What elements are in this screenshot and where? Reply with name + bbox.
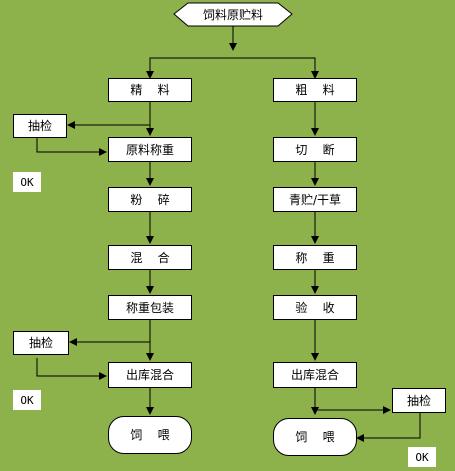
- yuanliao-chengzhong-node: 原料称重: [108, 137, 192, 162]
- arrow-chuku-to-choujian3: [314, 388, 391, 414]
- arrow-choujian2-to-chuku: [36, 358, 107, 380]
- arrow-choujian3-to-siwei: [356, 413, 421, 442]
- qingzhu-qiancao-node: 青贮/干草: [273, 187, 357, 212]
- ok-node-2: OK: [13, 390, 41, 410]
- hunhe-node: 混 合: [108, 245, 192, 270]
- yanshou-node: 验 收: [273, 295, 357, 320]
- chuku-hunhe-left-node: 出库混合: [108, 362, 192, 388]
- chengzhong-node: 称 重: [273, 245, 357, 270]
- chengzhong-baozhuang-node: 称重包装: [108, 295, 192, 320]
- siwei-left-node: 饲 喂: [108, 416, 192, 454]
- siwei-right-node: 饲 喂: [273, 418, 357, 456]
- choujian-node-2: 抽检: [13, 331, 69, 355]
- chuku-hunhe-right-node: 出库混合: [273, 362, 357, 388]
- jingliao-node: 精 料: [108, 78, 192, 102]
- fensui-node: 粉 碎: [108, 187, 192, 212]
- qieduan-node: 切 断: [273, 137, 357, 162]
- arrow-choujian1-to-chengzhong: [36, 138, 107, 156]
- split-line: [149, 57, 316, 78]
- choujian-node-1: 抽检: [13, 114, 67, 138]
- culiao-node: 粗 料: [273, 78, 357, 102]
- ok-node-1: OK: [13, 172, 41, 192]
- ok-node-3: OK: [408, 447, 436, 467]
- start-node: 饲料原贮料: [202, 7, 263, 22]
- start-hexagon-shape: [173, 2, 293, 27]
- choujian-node-3: 抽检: [392, 388, 446, 413]
